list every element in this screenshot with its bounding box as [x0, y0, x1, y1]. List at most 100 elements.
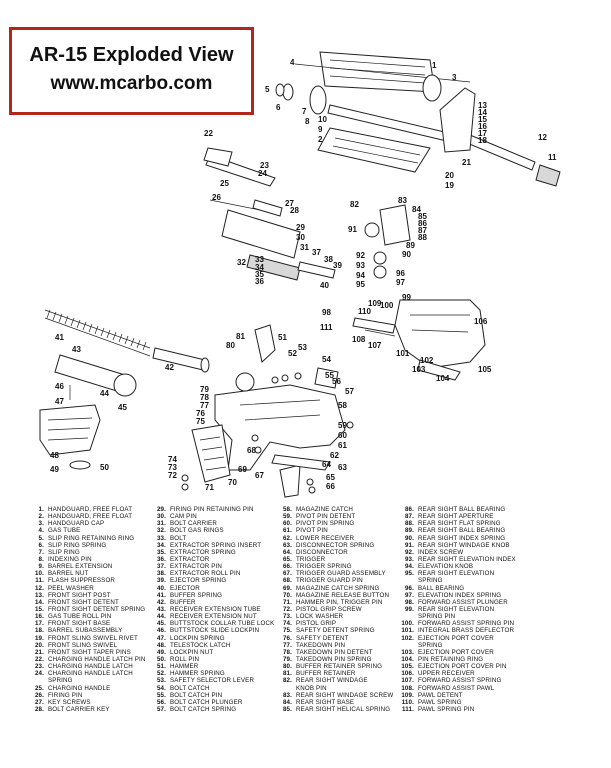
legend-item-label: Ball bearing: [418, 584, 465, 592]
legend-item-label: Buttstock slide lockpin: [170, 627, 260, 635]
legend-item: 90.Rear sight index spring: [400, 535, 516, 542]
legend-item: 26.Firing pin: [30, 692, 146, 699]
legend-item-label: Rear sight aperture: [418, 513, 494, 521]
legend-item: 72.Pistol grip screw: [278, 606, 393, 613]
legend-item-number: 97.: [404, 591, 414, 599]
legend-item-label: Telestock latch: [170, 641, 231, 649]
legend-item-label: Ejector: [170, 584, 200, 592]
legend-item: 42.Buffer: [152, 599, 274, 606]
legend-item: 18.Barrel subassembly: [30, 627, 146, 634]
pistol-grip: [191, 424, 231, 483]
legend-item-number: 95.: [404, 570, 414, 578]
callout-29: 29: [296, 223, 305, 232]
callout-63: 63: [338, 463, 347, 472]
legend-item-label: Rear sight windage screw: [296, 691, 394, 699]
legend-item: 102.Ejection port cover: [400, 635, 516, 642]
legend-item-number: 76.: [282, 634, 292, 642]
callout-13: 13: [478, 101, 487, 110]
bolt-carrier: [221, 199, 301, 259]
legend-item-label: Forward assist plunger: [418, 598, 508, 606]
legend-item-continuation: knob pin: [296, 684, 327, 692]
legend-item-label: Forward assist pawl: [418, 684, 495, 692]
callout-64: 64: [322, 460, 331, 469]
legend-item: 49.Lockpin nut: [152, 649, 274, 656]
legend-item-label: Buffer spring: [170, 591, 223, 599]
legend-item: 41.Buffer spring: [152, 592, 274, 599]
legend-item-label: Hammer: [170, 663, 199, 671]
legend-item-number: 70.: [282, 591, 292, 599]
callout-58: 58: [338, 401, 347, 410]
callout-47: 47: [55, 397, 64, 406]
legend-item-label: Extractor: [170, 555, 210, 563]
legend-item: 110.Pawl spring: [400, 699, 516, 706]
callout-93: 93: [356, 261, 365, 270]
callout-44: 44: [100, 389, 109, 398]
legend-column-1: 1.Handguard, free float2.Handguard, free…: [30, 506, 146, 713]
legend-item: 103.Ejection port cover: [400, 649, 516, 656]
callout-24: 24: [258, 169, 267, 178]
legend-item: 80.Buffer retainer spring: [278, 663, 393, 670]
legend-item-label: Front sight detent: [48, 598, 119, 606]
upper-receiver: [394, 299, 486, 381]
legend-item: 52.Hammer spring: [152, 670, 274, 677]
legend-item: 4.Gas tube: [30, 527, 146, 534]
legend-item-label: Barrel subassembly: [48, 627, 123, 635]
callout-30: 30: [296, 233, 305, 242]
legend-item-number: 17.: [34, 620, 44, 628]
legend-item: 55.Bolt catch pin: [152, 692, 274, 699]
legend-item-number: 27.: [34, 698, 44, 706]
legend-item: 54.Bolt catch: [152, 685, 274, 692]
legend-item-number: 88.: [404, 520, 414, 528]
legend-item-number: 52.: [156, 670, 166, 678]
legend-item-label: Charging handle latch: [48, 663, 133, 671]
legend-item-label: Magazine catch spring: [296, 584, 380, 592]
legend-item-number: 65.: [282, 555, 292, 563]
legend-item-number: 31.: [156, 520, 166, 528]
legend-item: 105.Ejection port cover pin: [400, 663, 516, 670]
legend-item: 29.Firing pin retaining pin: [152, 506, 274, 513]
legend-item-number: 43.: [156, 605, 166, 613]
legend-item: 76.Safety detent: [278, 635, 393, 642]
legend-item-label: Lower receiver: [296, 534, 355, 542]
legend-item-number: 105.: [401, 663, 414, 671]
legend-item-number: 25.: [34, 684, 44, 692]
callout-7: 7: [302, 107, 307, 116]
legend-item-number: 40.: [156, 584, 166, 592]
legend-item-number: 48.: [156, 641, 166, 649]
legend-item-number: 24.: [34, 670, 44, 678]
legend-item-label: Magazine release button: [296, 591, 390, 599]
legend-item: 82.Rear sight windage: [278, 677, 393, 684]
legend-item-label: Slip ring spring: [48, 541, 107, 549]
legend-item-number: 36.: [156, 555, 166, 563]
legend-item-number: 37.: [156, 563, 166, 571]
legend-item: 17.Front sight base: [30, 620, 146, 627]
legend-item: 79.Takedown pin spring: [278, 656, 393, 663]
legend-item-label: Front sight post: [48, 591, 111, 599]
legend-item: 88.Rear sight flat spring: [400, 520, 516, 527]
legend-item: 30.Cam pin: [152, 513, 274, 520]
legend-item: 91.Rear sight windage knob: [400, 542, 516, 549]
legend-item-label: Pawl detent: [418, 691, 463, 699]
legend-item-number: 69.: [282, 584, 292, 592]
hammer: [254, 324, 276, 363]
legend-item: 21.Front sight taper pins: [30, 649, 146, 656]
callout-37: 37: [312, 248, 321, 257]
legend-item: 12.Peel washer: [30, 585, 146, 592]
callout-101: 101: [396, 349, 410, 358]
callout-65: 65: [326, 473, 335, 482]
legend-item-label: Pawl spring: [418, 698, 462, 706]
legend-item: 16.Gas tube roll pin: [30, 613, 146, 620]
callout-17: 17: [478, 129, 487, 138]
callout-59: 59: [338, 421, 347, 430]
callout-11: 11: [548, 153, 557, 162]
legend-item-number: 71.: [282, 598, 292, 606]
callout-5: 5: [265, 85, 270, 94]
title-box: AR-15 Exploded View www.mcarbo.com: [9, 27, 254, 115]
legend-item: 85.Rear sight helical spring: [278, 706, 393, 713]
legend-item-label: Buttstock collar tube lock: [170, 620, 275, 628]
legend-item: 8.Indexing pin: [30, 556, 146, 563]
callout-56: 56: [332, 377, 341, 386]
front-sight-base: [439, 87, 476, 153]
legend-item: 53.Safety selector lever: [152, 677, 274, 684]
legend-item-number: 85.: [282, 705, 292, 713]
